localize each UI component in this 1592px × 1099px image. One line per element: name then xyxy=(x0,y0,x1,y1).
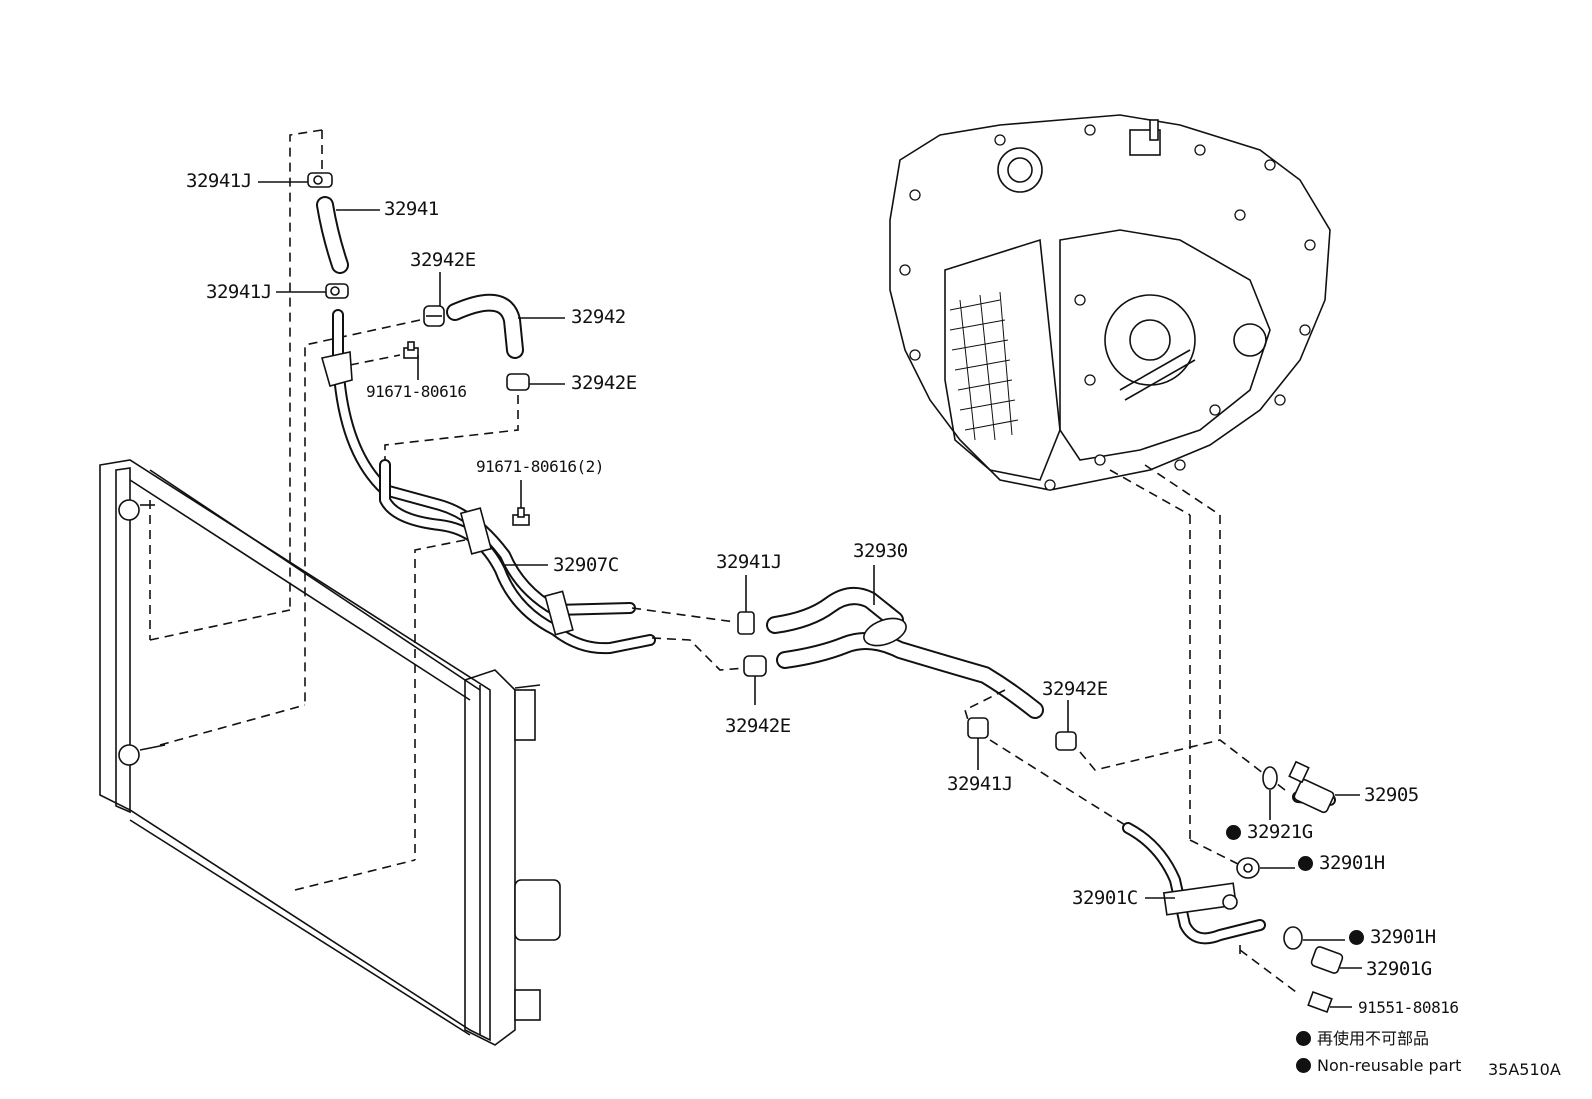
non-reusable-dot xyxy=(1349,930,1364,945)
label-32941J-top: 32941J xyxy=(186,170,252,192)
legend-item-en: Non-reusable part xyxy=(1296,1058,1461,1074)
legend-dot xyxy=(1296,1031,1311,1046)
label-32905: 32905 xyxy=(1364,784,1419,806)
label-91671-80616: 91671-80616 xyxy=(366,382,467,401)
clamp-32941J-top xyxy=(307,172,333,188)
tube-32901C xyxy=(1122,822,1266,945)
bolt-91551 xyxy=(1307,990,1333,1014)
label-32941J-right: 32941J xyxy=(947,773,1013,795)
label-32901C: 32901C xyxy=(1072,887,1138,909)
label-32941J-center: 32941J xyxy=(716,551,782,573)
legend-dot xyxy=(1296,1058,1311,1073)
label-32942E-mid: 32942E xyxy=(571,372,637,394)
label-91671-80616-2: 91671-80616(2) xyxy=(476,457,604,476)
union-32905 xyxy=(1288,760,1336,814)
leader-lines xyxy=(258,181,1362,1008)
clamp-32942E-right xyxy=(1055,731,1077,751)
label-91551-80816: 91551-80816 xyxy=(1358,998,1459,1017)
label-32901H-a: 32901H xyxy=(1298,854,1385,873)
gasket-32901H-b xyxy=(1283,926,1303,950)
label-32921G: 32921G xyxy=(1226,823,1313,842)
label-32942: 32942 xyxy=(571,306,626,328)
o-ring-32921G xyxy=(1262,766,1278,790)
label-32901H-b: 32901H xyxy=(1349,928,1436,947)
hose-32942 xyxy=(446,293,524,359)
hose-32941 xyxy=(316,196,349,274)
non-reusable-dot xyxy=(1226,825,1241,840)
non-reusable-dot xyxy=(1298,856,1313,871)
union-bolt-32901G xyxy=(1310,946,1344,974)
label-32942E-center: 32942E xyxy=(725,715,791,737)
clamp-32941J-mid xyxy=(325,283,349,299)
clamp-32942E-mid xyxy=(506,373,530,391)
label-32930: 32930 xyxy=(853,540,908,562)
label-32942E-top: 32942E xyxy=(410,249,476,271)
clamp-32942E-top xyxy=(423,305,445,327)
clamp-32942E-center xyxy=(743,655,767,677)
legend-item-jp: 再使用不可部品 xyxy=(1296,1031,1429,1047)
hose-32930 xyxy=(766,587,1044,719)
bolt-91671-b xyxy=(512,507,530,526)
label-32942E-right: 32942E xyxy=(1042,678,1108,700)
radiator xyxy=(99,459,561,1046)
bolt-91671-a xyxy=(403,341,419,359)
label-32941: 32941 xyxy=(384,198,439,220)
transaxle xyxy=(889,114,1331,871)
label-32901G: 32901G xyxy=(1366,958,1432,980)
clamp-32941J-center xyxy=(737,611,755,635)
label-32907C: 32907C xyxy=(553,554,619,576)
tube-32907C xyxy=(320,309,656,655)
clamp-32941J-right xyxy=(967,717,989,739)
gasket-32901H-a xyxy=(1236,857,1260,879)
label-32941J-mid: 32941J xyxy=(206,281,272,303)
diagram-code: 35A510A xyxy=(1488,1060,1561,1079)
